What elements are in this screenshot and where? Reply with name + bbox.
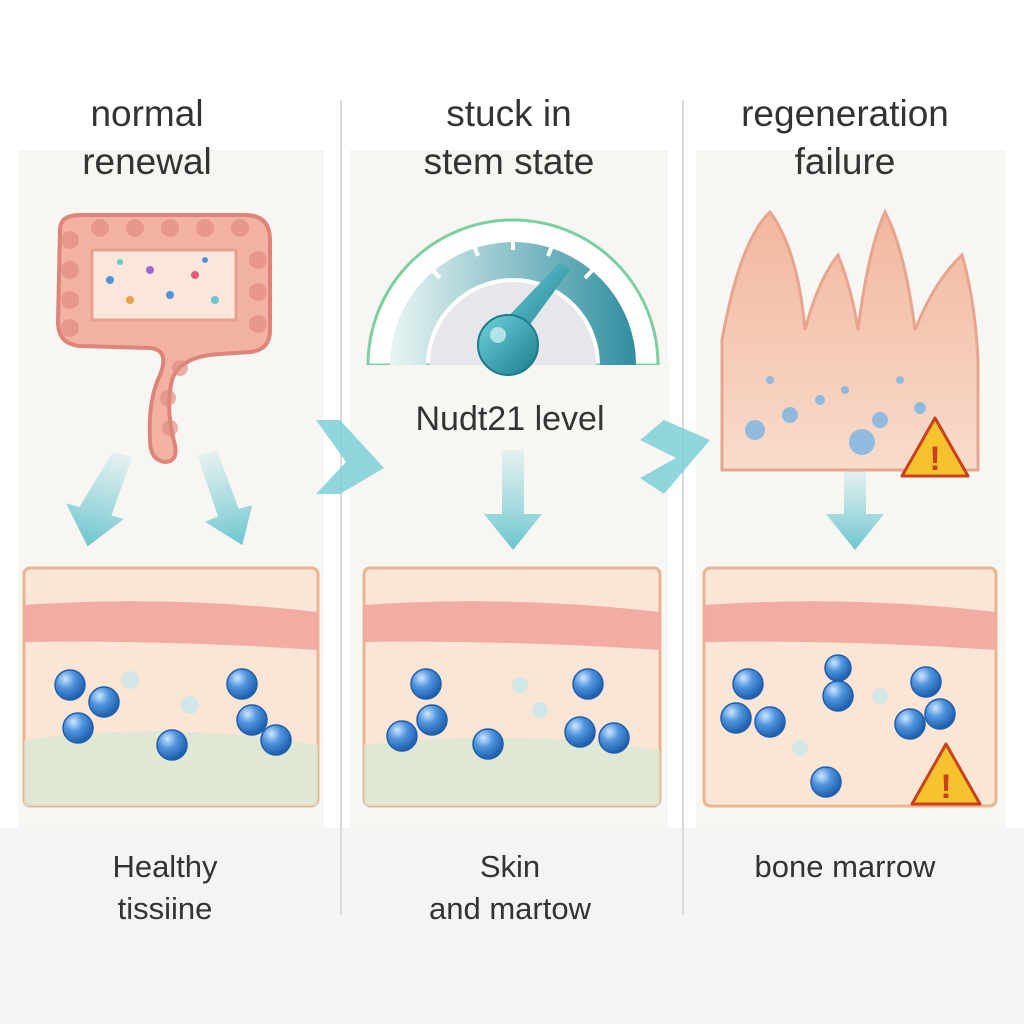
intestine-icon: [55, 213, 272, 465]
warning-icon: !: [900, 416, 970, 478]
gauge-icon: [350, 218, 670, 465]
svg-text:!: !: [929, 440, 940, 478]
panel-title-normal: normal renewal: [82, 93, 212, 182]
tissue-section-icon: [22, 566, 998, 808]
svg-text:!: !: [940, 768, 951, 806]
panel-title-stuck: stuck in stem state: [423, 93, 595, 182]
panel-caption-stuck: Skin and martow: [429, 849, 591, 926]
panel-title-failure: regeneration failure: [741, 93, 949, 182]
panel-divider-right: [682, 100, 684, 915]
right-arrow-icon: [316, 420, 710, 494]
down-arrow-icon: [65, 450, 884, 550]
panel-caption-failure: bone marrow: [754, 849, 936, 884]
villi-icon: [720, 208, 980, 472]
warning-icon: !: [910, 742, 982, 806]
gauge-label: Nudt21 level: [415, 400, 605, 438]
caption-band: [0, 828, 1024, 1024]
panel-caption-normal: Healthy tissiine: [112, 849, 218, 926]
panel-divider-left: [340, 100, 342, 915]
